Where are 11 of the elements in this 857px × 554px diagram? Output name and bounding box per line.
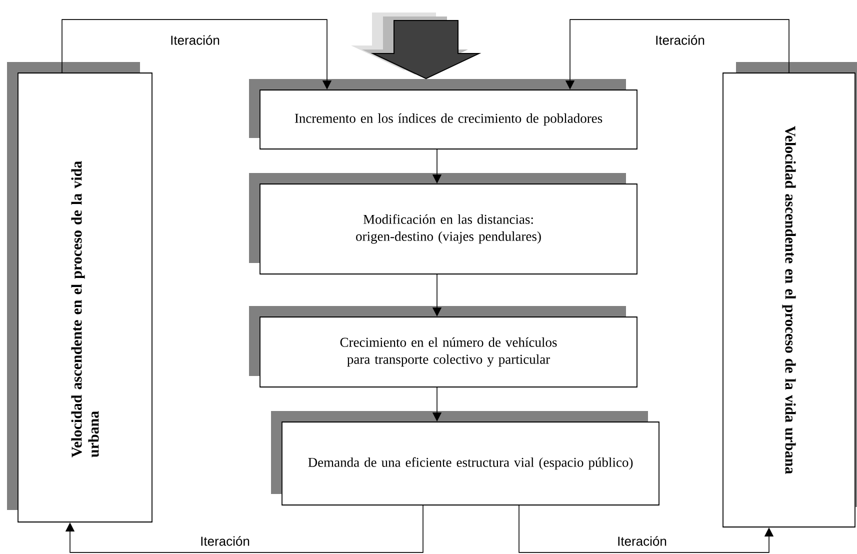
process-box: Demanda de una eficiente estructura vial (espacio público) <box>271 411 660 506</box>
process-box: Modificación en las distancias: origen-destino (viajes pendulares) <box>249 173 638 274</box>
process-box: Velocidad ascendente en el proceso de la vida urbana <box>7 62 152 522</box>
edge-label: Iteración <box>618 536 666 546</box>
edge-label: Iteración <box>171 35 220 45</box>
process-box: Crecimiento en el número de vehículos para transporte colectivo y particular <box>249 306 638 388</box>
edge-label: Iteración <box>656 35 704 45</box>
process-box: Incremento en los índices de crecimiento de pobladores <box>249 79 638 150</box>
edge-label: Iteración <box>201 536 250 546</box>
arrow <box>65 505 424 553</box>
process-box: Velocidad ascendente en el proceso de la vida urbana <box>722 62 857 528</box>
